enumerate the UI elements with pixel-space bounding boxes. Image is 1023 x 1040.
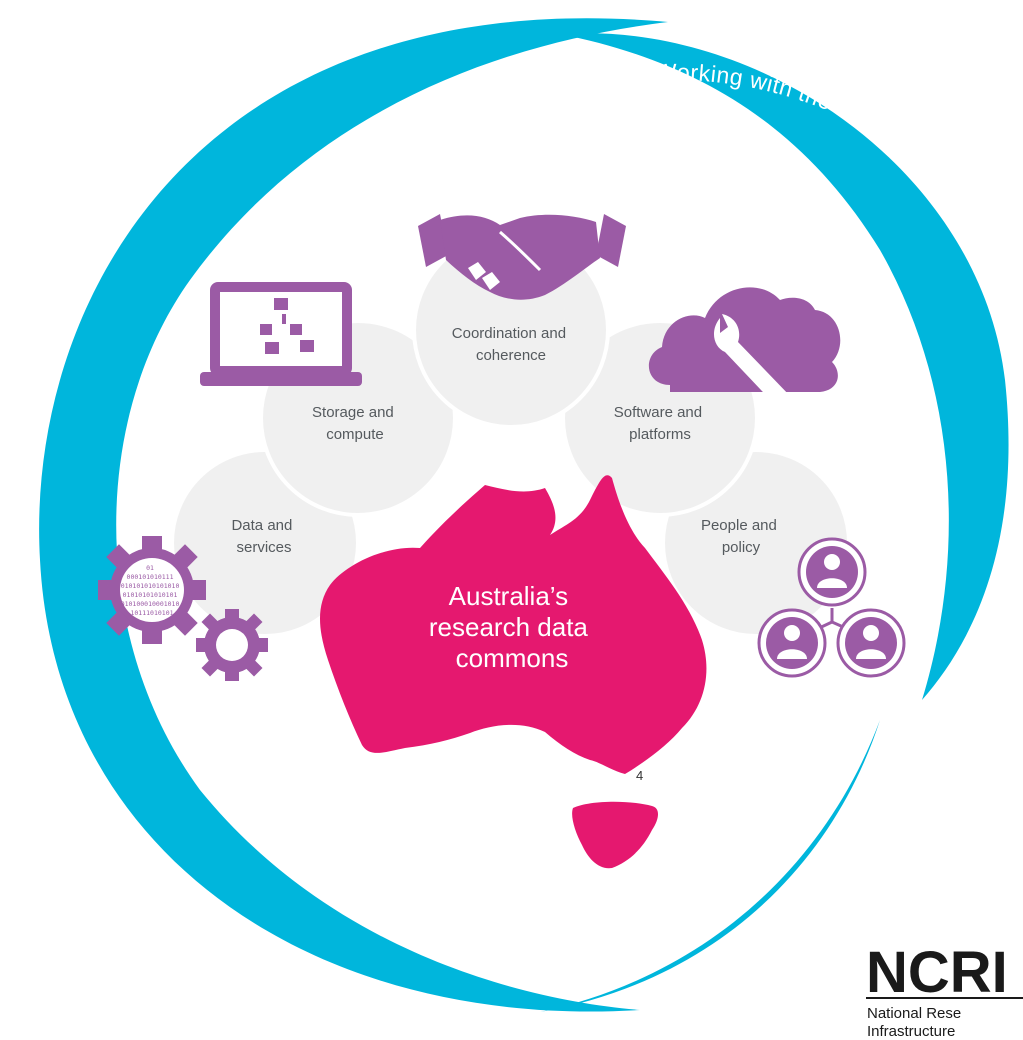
binary-line-2: 000101010111 [127, 573, 174, 581]
logo-line2: Infrastructure [867, 1023, 955, 1040]
label-data: Data and services [231, 517, 296, 556]
binary-line-4: 01010101010101 [123, 591, 178, 599]
label-coordination: Coordination and coherence [452, 325, 570, 364]
ncris-logo: NCRI National Rese Infrastructure [866, 940, 1023, 1040]
binary-line-1: 01 [146, 564, 154, 572]
label-people-line2: policy [722, 539, 761, 556]
label-people: People and policy [701, 517, 781, 556]
cloud-wrench-icon [648, 287, 841, 410]
australia-map [320, 475, 707, 774]
outer-ring-swoosh [39, 18, 668, 1012]
binary-line-5: 010100010001010 [121, 600, 180, 608]
stray-mark: 4 [636, 768, 643, 783]
label-people-line1: People and [701, 517, 777, 534]
center-label-line2: research data [429, 612, 589, 642]
center-label: Australia’s research data commons [429, 581, 595, 673]
ring-arc-top-right [560, 33, 1009, 701]
label-storage-line1: Storage and [312, 404, 394, 421]
laptop-icon [200, 282, 362, 386]
label-coordination-line1: Coordination and [452, 325, 566, 342]
label-storage: Storage and compute [312, 404, 398, 443]
person-top [797, 537, 867, 607]
tasmania-map [572, 801, 658, 869]
label-software: Software and platforms [614, 404, 707, 443]
logo-acronym: NCRI [866, 940, 1008, 1005]
ring-arc-bottom-right [540, 720, 880, 1012]
gears-icon: 01 000101010111 010101010101010 01010101… [98, 536, 268, 681]
binary-code: 01 000101010111 010101010101010 01010101… [121, 564, 184, 617]
label-data-line2: services [236, 539, 291, 556]
label-data-line1: Data and [231, 517, 292, 534]
label-software-line2: platforms [629, 426, 691, 443]
person-right [836, 608, 906, 678]
handshake-icon [418, 214, 626, 300]
center-label-line1: Australia’s [449, 581, 568, 611]
label-software-line1: Software and [614, 404, 702, 421]
binary-line-6: 10111010101 [130, 609, 173, 617]
label-storage-line2: compute [326, 426, 384, 443]
logo-line1: National Rese [867, 1005, 961, 1022]
label-coordination-line2: coherence [476, 347, 546, 364]
center-label-line3: commons [456, 643, 569, 673]
people-network-icon [757, 537, 906, 678]
binary-line-3: 010101010101010 [121, 582, 180, 590]
person-left [757, 608, 827, 678]
